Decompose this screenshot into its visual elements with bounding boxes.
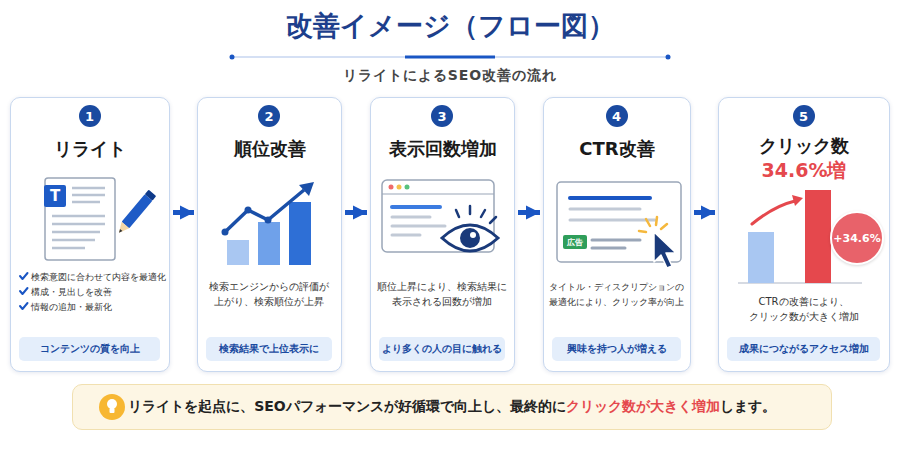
step-number-text: 5 <box>799 109 808 124</box>
step-card: リライト検索意図に合わせて内容を最適化構成・見出しを改善情報の追加・最新化 1T コ… <box>10 97 170 372</box>
card-title: クリック数 <box>719 135 889 157</box>
step-number: 5 <box>793 105 815 127</box>
card-title: リライト <box>11 138 169 160</box>
banner-text: リライトを起点に、SEOパフォーマンスが好循環で向上し、最終的に <box>128 398 566 416</box>
ad-tag: 広告 <box>563 235 587 249</box>
step-number: 2 <box>258 105 280 127</box>
card-title: CTR改善 <box>544 138 690 160</box>
card-title: 表示回数増加 <box>371 138 514 160</box>
step-card: CTR改善タイトル・ディスクリプションの 最適化により、クリック率が向上 4 広告興… <box>543 97 691 372</box>
flow-arrow <box>173 210 194 215</box>
step-number-text: 1 <box>85 109 94 124</box>
summary-pill-text: コンテンツの質を向上 <box>40 342 140 356</box>
flow-arrow <box>694 210 715 215</box>
summary-pill: より多くの人の目に触れる <box>379 337 505 361</box>
summary-pill-text: 興味を持つ人が増える <box>567 342 667 356</box>
bullet-text: 構成・見出しを改善 <box>31 285 112 299</box>
doc-icon-badge: T <box>44 185 66 207</box>
step-card: 順位改善検索エンジンからの評価が 上がり、検索順位が上昇 2 検索結果で上位表示に <box>197 97 342 372</box>
card-body: 順位上昇により、検索結果に 表示される回数が増加 <box>373 279 511 309</box>
banner-highlight: クリック数が大きく増加 <box>566 398 720 416</box>
step-card: 表示回数増加順位上昇により、検索結果に 表示される回数が増加 3 より多くの人の目に… <box>370 97 515 372</box>
step-number: 1 <box>79 105 101 127</box>
step-card: クリック数34.6%増 CTRの改善により、 クリック数が大きく増加 5 +34.6%… <box>718 97 890 372</box>
card-body: CTRの改善により、 クリック数が大きく増加 <box>734 294 874 324</box>
flow-arrow <box>345 210 367 215</box>
ad-tag-text: 広告 <box>567 237 583 248</box>
summary-pill: 興味を持つ人が増える <box>552 337 681 361</box>
summary-pill: コンテンツの質を向上 <box>19 337 160 361</box>
bullet-text: 情報の追加・最新化 <box>31 300 112 314</box>
summary-pill-text: 成果につながるアクセス増加 <box>739 342 869 356</box>
growth-figure: 34.6%増 <box>719 159 889 181</box>
summary-pill: 検索結果で上位表示に <box>206 337 332 361</box>
step-number: 3 <box>431 105 453 127</box>
title-underline <box>405 56 495 59</box>
summary-pill-text: より多くの人の目に触れる <box>382 342 502 356</box>
title-underline <box>230 55 235 60</box>
step-number-text: 2 <box>264 109 273 124</box>
title-underline <box>232 56 668 58</box>
title-underline <box>666 55 671 60</box>
summary-pill: 成果につながるアクセス増加 <box>727 337 880 361</box>
card-title: 順位改善 <box>198 138 341 160</box>
step-number-text: 4 <box>612 109 621 124</box>
doc-icon-badge-text: T <box>50 187 60 205</box>
title-underline <box>230 55 671 60</box>
summary-pill-text: 検索結果で上位表示に <box>219 342 319 356</box>
flow-arrow <box>518 210 540 215</box>
card-body: 検索エンジンからの評価が 上がり、検索順位が上昇 <box>200 279 338 309</box>
page-title: 改善イメージ（フロー図） <box>0 8 900 44</box>
growth-badge: +34.6% <box>830 211 884 265</box>
bullet-text: 検索意図に合わせて内容を最適化 <box>31 270 166 284</box>
subtitle-label: リライトによるSEO改善の流れ <box>0 66 900 84</box>
step-number: 4 <box>606 105 628 127</box>
step-number-text: 3 <box>437 109 446 124</box>
growth-badge-text: +34.6% <box>833 232 880 245</box>
card-body: タイトル・ディスクリプションの 最適化により、クリック率が向上 <box>547 280 687 310</box>
banner-text: します。 <box>720 398 776 416</box>
summary-banner: リライトを起点に、SEOパフォーマンスが好循環で向上し、最終的にクリック数が大き… <box>72 384 832 430</box>
